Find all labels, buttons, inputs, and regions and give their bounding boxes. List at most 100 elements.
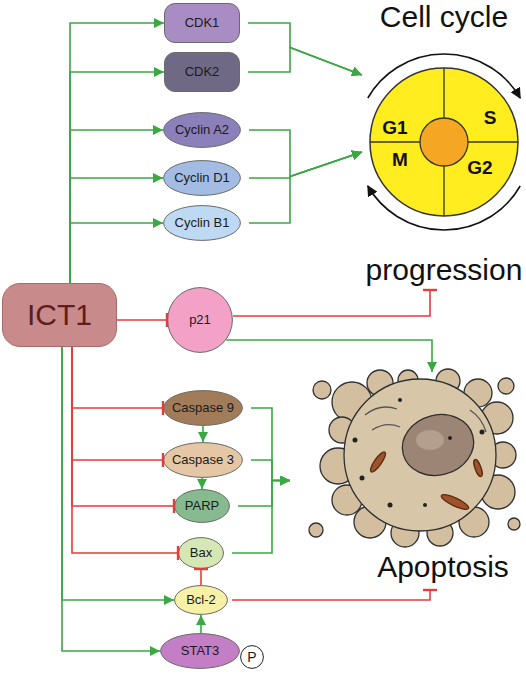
- cyclin-ellipse: Cyclin D1: [163, 160, 241, 196]
- node-label: progression: [362, 253, 526, 288]
- protein-ellipse: Caspase 3: [163, 442, 243, 478]
- node-label: STAT3: [181, 644, 220, 659]
- node-shape: [164, 206, 241, 241]
- kinase-box: CDK2: [164, 52, 240, 92]
- kinase-box: CDK1: [164, 3, 240, 43]
- cell-cycle-wheel: Cell cycleG1 S M G2 progression: [362, 0, 526, 290]
- inhibition-line: [200, 569, 202, 585]
- protein-ellipse: STAT3: [160, 633, 240, 669]
- node-label: G2: [450, 157, 510, 179]
- node-label: ICT1: [27, 298, 92, 333]
- activation-arrow: [249, 152, 362, 178]
- phase-divider: [443, 166, 444, 216]
- apoptotic-cell-art: [309, 369, 520, 547]
- activation-arrow: [202, 426, 204, 442]
- apoptotic-body: [498, 378, 514, 394]
- activation-arrow: [251, 460, 290, 481]
- gene-box: ICT1: [2, 283, 117, 347]
- inhibition-line: [72, 347, 163, 408]
- dot: [353, 438, 358, 443]
- activation-arrow: [248, 23, 362, 75]
- phospho-circle: P: [240, 645, 264, 669]
- mitochondrion: [472, 459, 484, 478]
- nucleus: [395, 407, 480, 484]
- node-label: Bcl-2: [186, 593, 216, 608]
- node-label: M: [370, 149, 430, 171]
- activation-arrow: [238, 481, 290, 507]
- activation-arrow: [70, 23, 164, 283]
- node-shape: [164, 443, 243, 478]
- mitochondrion: [368, 450, 387, 474]
- node-shape: [241, 646, 264, 669]
- activation-arrow: [70, 178, 163, 283]
- apoptotic-body: [508, 518, 520, 530]
- node-label: CDK1: [185, 16, 220, 31]
- activation-arrow: [201, 478, 203, 489]
- node-label: Caspase 9: [172, 401, 234, 416]
- dot: [480, 430, 485, 435]
- node-shape: [168, 288, 233, 353]
- node-label: Cell cycle: [362, 0, 526, 35]
- nucleolus: [416, 430, 444, 450]
- dot: [388, 503, 393, 508]
- node-label: Cyclin A2: [175, 123, 229, 138]
- phase-divider: [443, 68, 444, 118]
- activation-arrow: [249, 130, 362, 177]
- node-label: PARP: [185, 499, 219, 514]
- protein-ellipse: Bax: [178, 537, 224, 569]
- connector-group: [62, 23, 432, 651]
- inhibition-line: [117, 319, 167, 321]
- organelle-membrane: [365, 407, 397, 415]
- inhibition-line: [72, 347, 174, 506]
- inhibition-line: [72, 347, 163, 460]
- activation-arrow: [70, 130, 163, 283]
- cycle-wheel: [370, 68, 518, 216]
- activation-arrow: [62, 347, 160, 651]
- apoptotic-cell: Apoptosis: [290, 372, 520, 590]
- node-shape: [175, 490, 230, 523]
- phase-divider: [370, 141, 420, 142]
- node-label: Apoptosis: [368, 550, 518, 585]
- organelle-membrane: [470, 410, 486, 432]
- node-label: CDK2: [185, 65, 220, 80]
- cyclin-ellipse: Cyclin A2: [163, 112, 241, 148]
- dot: [398, 398, 402, 402]
- protein-ellipse: PARP: [174, 489, 230, 523]
- activation-arrow: [70, 223, 163, 283]
- cell-cycle-wheel-art: [368, 54, 520, 230]
- activation-arrow: [249, 152, 362, 223]
- node-shape: [175, 586, 228, 615]
- phase-divider: [468, 141, 518, 142]
- organelle-membrane: [372, 425, 400, 430]
- activation-arrow: [200, 615, 202, 633]
- node-label: Cyclin B1: [175, 216, 230, 231]
- node-shape: [164, 113, 241, 148]
- inhibition-line: [232, 590, 430, 600]
- dot: [448, 436, 452, 440]
- node-shape: [164, 391, 243, 426]
- inhibition-line: [72, 347, 178, 553]
- wheel-hub: [420, 118, 468, 166]
- dot: [423, 503, 427, 507]
- protein-ellipse: Bcl-2: [174, 585, 228, 615]
- node-label: G1: [365, 117, 425, 139]
- node-label: S: [460, 107, 520, 129]
- node-label: Bax: [190, 546, 212, 561]
- protein-circle: p21: [167, 287, 233, 353]
- node-label: Caspase 3: [172, 453, 234, 468]
- membrane-blebs: [309, 369, 520, 547]
- apoptotic-body: [309, 523, 323, 537]
- activation-arrow: [226, 340, 432, 372]
- dot: [360, 476, 365, 481]
- mitochondrion: [440, 492, 471, 512]
- chromatin-dots: [353, 398, 485, 508]
- node-label: P: [247, 649, 256, 665]
- node-label: Cyclin D1: [174, 171, 230, 186]
- node-label: p21: [189, 313, 211, 328]
- cyclin-ellipse: Cyclin B1: [163, 205, 241, 241]
- node-shape: [179, 538, 224, 569]
- inhibition-line: [233, 290, 430, 316]
